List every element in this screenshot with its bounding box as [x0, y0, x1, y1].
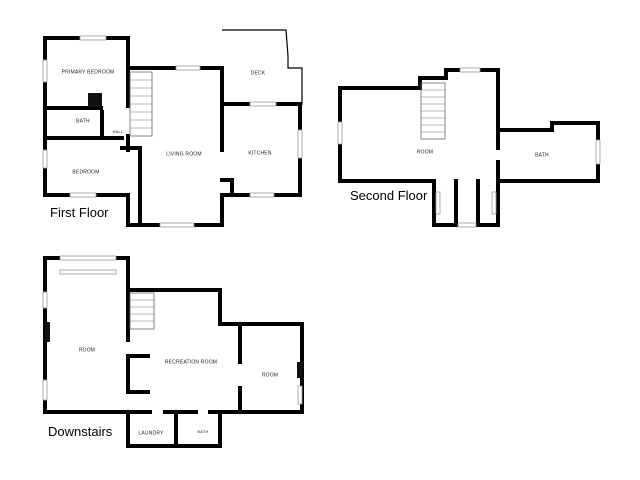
room-label-kitchen: KITCHEN [248, 150, 272, 156]
room-label-bath: BATH [76, 118, 90, 124]
floor-title-first: First Floor [50, 205, 109, 220]
window [159, 222, 195, 228]
room-label-recreation-room: RECREATION ROOM [165, 359, 217, 365]
room-label-bath: BATH [535, 152, 549, 158]
room-label-bedroom: BEDROOM [72, 169, 99, 175]
deck-outline [222, 29, 303, 105]
fireplace-block [297, 362, 302, 378]
room-label-room-right: ROOM [262, 372, 278, 378]
floor-title-downstairs: Downstairs [48, 424, 113, 439]
room-label-living-room: LIVING ROOM [166, 151, 202, 157]
room-label-room-left: ROOM [79, 347, 95, 353]
room-label-bath: BATH [197, 429, 208, 434]
window [491, 191, 497, 215]
second-floor-outer-wall [338, 68, 600, 227]
first-floor: PRIMARY BEDROOM DECK BATH HALL LIVING RO… [42, 29, 303, 228]
first-floor-interior-walls [43, 66, 234, 227]
stairs [129, 292, 155, 330]
window [42, 291, 48, 309]
window [42, 379, 48, 401]
room-label-hall: HALL [113, 129, 124, 134]
floor-title-second: Second Floor [350, 188, 428, 203]
window [42, 149, 48, 169]
window [69, 192, 97, 198]
window [297, 385, 303, 405]
window [42, 59, 48, 83]
window [79, 35, 107, 41]
stairs [420, 82, 446, 140]
door-gap [126, 108, 130, 134]
window [249, 192, 275, 198]
window [337, 121, 343, 145]
fireplace-block [88, 93, 102, 107]
room-label-laundry: LAUNDRY [138, 430, 164, 436]
window [175, 65, 201, 71]
fireplace-block [45, 322, 50, 342]
second-floor: ROOM BATH Second Floor [337, 67, 601, 228]
room-label-room: ROOM [417, 149, 433, 155]
door-gap [103, 106, 121, 110]
window [457, 222, 477, 228]
window [59, 255, 117, 261]
window [595, 139, 601, 165]
downstairs-interior-walls [126, 288, 242, 448]
second-floor-interior-walls [454, 128, 500, 227]
window [249, 101, 277, 107]
room-label-deck: DECK [251, 70, 266, 76]
stairs [129, 71, 153, 137]
window [459, 67, 481, 73]
downstairs-floor: ROOM RECREATION ROOM ROOM LAUNDRY BATH D… [42, 255, 304, 448]
window [59, 269, 117, 275]
room-label-primary-bedroom: PRIMARY BEDROOM [62, 69, 115, 75]
window [297, 129, 303, 159]
window [435, 191, 441, 215]
